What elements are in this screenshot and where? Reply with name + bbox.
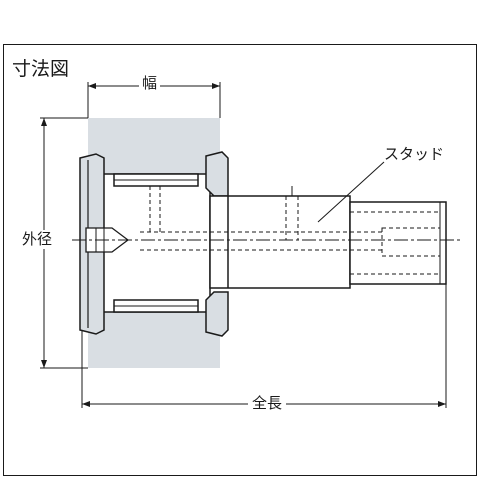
od-arrow-bottom xyxy=(41,360,47,368)
stud-shaft xyxy=(209,195,351,289)
od-arrow-top xyxy=(41,118,47,126)
outer-ring-top xyxy=(88,118,220,174)
len-arrow-left xyxy=(82,401,90,407)
overall-length-label: 全長 xyxy=(248,396,287,411)
diagram-title: 寸法図 xyxy=(12,58,70,80)
hex-socket-hidden xyxy=(381,227,441,257)
stud-thread xyxy=(349,201,447,285)
len-arrow-right xyxy=(438,401,446,407)
stud-label: スタッド xyxy=(384,145,445,163)
retainer-bottom xyxy=(205,291,229,337)
stud-leader xyxy=(317,161,385,223)
outer-ring-bottom xyxy=(88,312,220,368)
width-arrow-left xyxy=(88,83,96,89)
width-arrow-right xyxy=(212,83,220,89)
retainer-top xyxy=(205,151,229,197)
outer-diameter-label: 外径 xyxy=(22,230,53,249)
width-label: 幅 xyxy=(139,76,161,91)
